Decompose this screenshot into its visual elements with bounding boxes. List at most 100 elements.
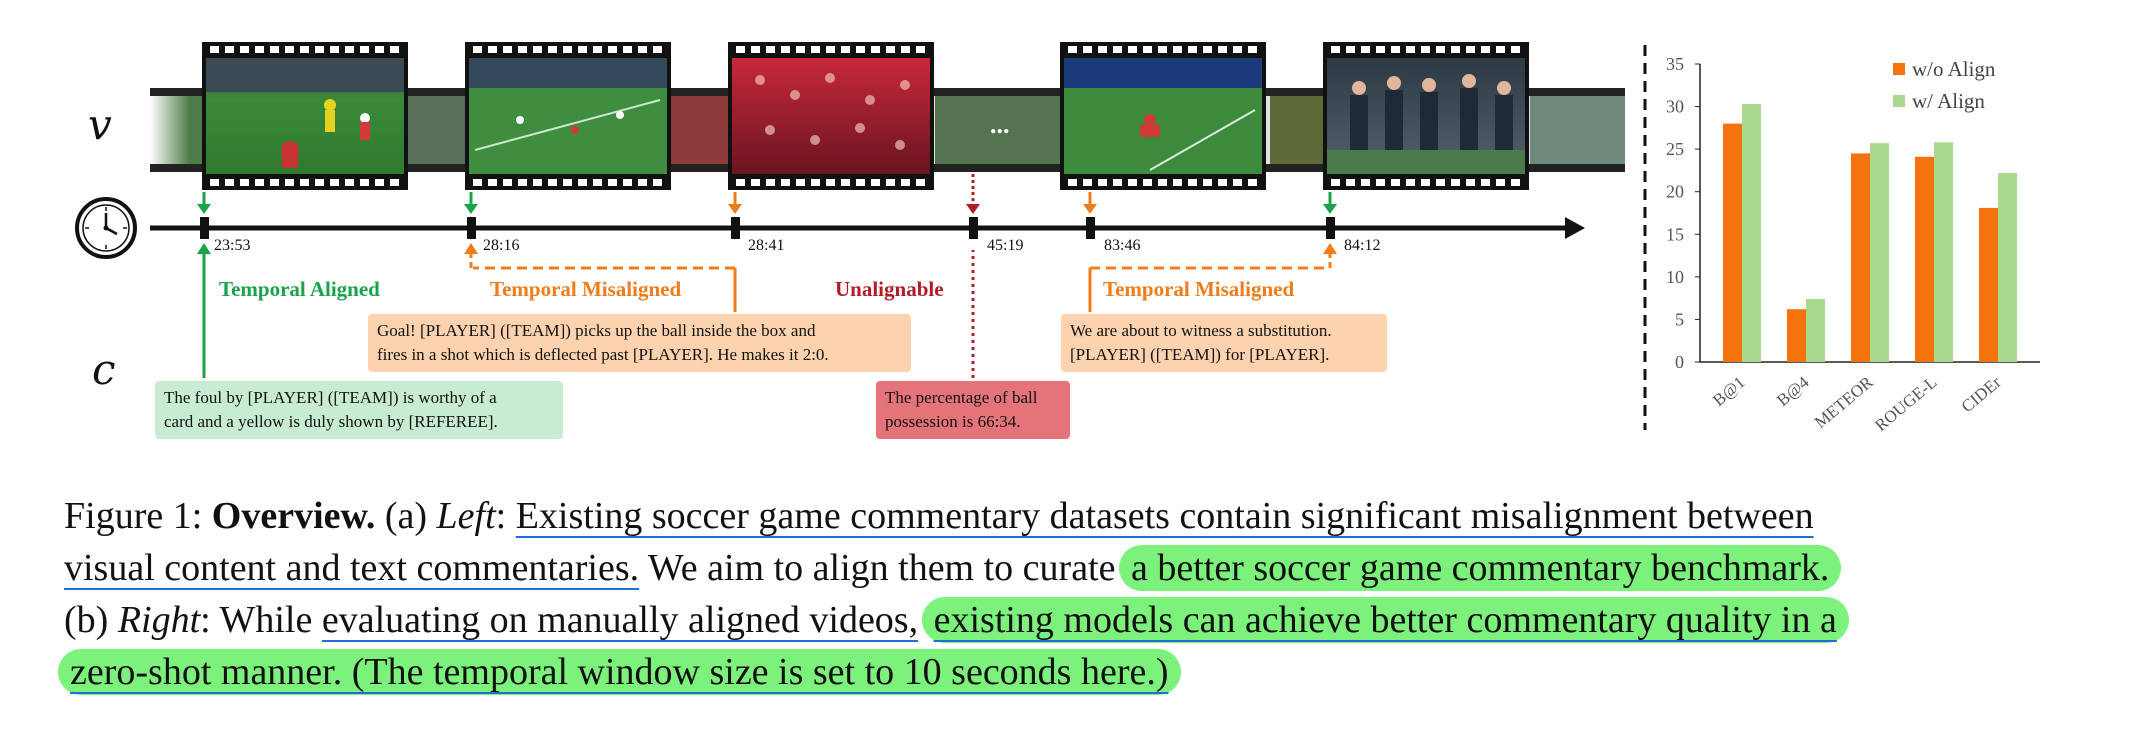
sprocket-hole xyxy=(1188,179,1197,186)
sprocket-hole xyxy=(503,179,512,186)
y-tick-label: 35 xyxy=(1666,54,1684,74)
bar-CIDEr-w/ Align xyxy=(1998,172,2017,362)
sprocket-hole xyxy=(285,46,294,53)
sprocket-hole xyxy=(1481,46,1490,53)
sprocket-hole xyxy=(563,46,572,53)
sprocket-hole xyxy=(270,46,279,53)
sprocket-hole xyxy=(916,179,925,186)
sprocket-hole xyxy=(1451,179,1460,186)
sprocket-hole xyxy=(285,179,294,186)
bar-METEOR-w/o Align xyxy=(1851,153,1870,362)
sprocket-hole xyxy=(871,179,880,186)
sprocket-hole xyxy=(781,179,790,186)
sprocket-hole xyxy=(856,179,865,186)
bar-ROUGE-L-w/o Align xyxy=(1915,156,1934,362)
chart-bars xyxy=(1723,104,2017,362)
strip-fade xyxy=(150,90,190,170)
sprocket-hole xyxy=(796,179,805,186)
bar-B@4-w/o Align xyxy=(1787,309,1806,362)
sprocket-hole xyxy=(1218,46,1227,53)
sprocket-hole xyxy=(210,179,219,186)
commentary-goal-line-1: Goal! [PLAYER] ([TEAM]) picks up the bal… xyxy=(377,321,816,340)
sprocket-hole xyxy=(345,46,354,53)
label-temporal-aligned: Temporal Aligned xyxy=(219,277,380,301)
sprocket-hole xyxy=(1233,46,1242,53)
sprocket-hole xyxy=(886,46,895,53)
sprocket-hole xyxy=(901,179,910,186)
tick-23-53 xyxy=(200,217,209,239)
sprocket-hole xyxy=(736,179,745,186)
sprocket-hole xyxy=(653,179,662,186)
frame-to-time-arrows xyxy=(197,174,1337,214)
sprocket-hole xyxy=(390,179,399,186)
bar-B@1-w/ Align xyxy=(1742,104,1761,362)
sprocket-hole xyxy=(1511,46,1520,53)
film-sprockets xyxy=(210,46,1520,186)
sprocket-hole xyxy=(638,46,647,53)
sprocket-hole xyxy=(1098,46,1107,53)
strip-thumb xyxy=(935,90,1060,170)
sprocket-hole xyxy=(1361,179,1370,186)
caption-left-underlined-1: Existing soccer game commentary datasets… xyxy=(515,495,1814,537)
x-tick-label: ROUGE-L xyxy=(1871,373,1940,436)
sprocket-hole xyxy=(841,179,850,186)
sprocket-hole xyxy=(1203,46,1212,53)
sprocket-hole xyxy=(1496,46,1505,53)
sprocket-hole xyxy=(1128,46,1137,53)
sprocket-hole xyxy=(473,179,482,186)
caption-right-highlight-2: zero-shot manner. (The temporal window s… xyxy=(58,649,1181,695)
sprocket-hole xyxy=(1481,179,1490,186)
caption-line-1: Figure 1: Overview. (a) Left: Existing s… xyxy=(64,490,2074,542)
sprocket-hole xyxy=(1113,46,1122,53)
strip-thumb xyxy=(1530,90,1625,170)
caption-line-3: (b) Right: While evaluating on manually … xyxy=(64,594,2074,646)
sprocket-hole xyxy=(225,179,234,186)
caption-row-label: c xyxy=(92,345,116,394)
sprocket-hole xyxy=(488,46,497,53)
sprocket-hole xyxy=(518,46,527,53)
sprocket-hole xyxy=(1421,179,1430,186)
tick-83-46 xyxy=(1086,217,1095,239)
sprocket-hole xyxy=(751,179,760,186)
caption-line-2: visual content and text commentaries. We… xyxy=(64,542,2074,594)
sprocket-hole xyxy=(653,46,662,53)
sprocket-hole xyxy=(225,46,234,53)
commentary-substitution: We are about to witness a substitution. … xyxy=(1061,314,1387,372)
caption-title: Overview. xyxy=(211,495,376,537)
caption-line-4: zero-shot manner. (The temporal window s… xyxy=(58,646,2074,698)
sprocket-hole xyxy=(1173,179,1182,186)
ellipsis-label: ... xyxy=(990,110,1010,139)
sprocket-hole xyxy=(1391,46,1400,53)
frame-3 xyxy=(728,42,934,190)
label-unalignable: Unalignable xyxy=(835,277,944,301)
sprocket-hole xyxy=(1331,179,1340,186)
bar-ROUGE-L-w/ Align xyxy=(1934,142,1953,362)
caption-right-highlight-1: existing models can achieve better comme… xyxy=(921,597,1849,643)
sprocket-hole xyxy=(518,179,527,186)
caption-b-marker: (b) xyxy=(64,599,109,641)
sprocket-hole xyxy=(315,179,324,186)
sprocket-hole xyxy=(623,179,632,186)
strip-thumb xyxy=(670,90,730,170)
frame-4 xyxy=(1060,42,1266,190)
sprocket-hole xyxy=(548,46,557,53)
bar-B@1-w/o Align xyxy=(1723,123,1742,362)
sprocket-hole xyxy=(1248,46,1257,53)
sprocket-hole xyxy=(623,46,632,53)
commentary-foul-line-2: card and a yellow is duly shown by [REFE… xyxy=(164,412,498,431)
y-tick-label: 15 xyxy=(1666,224,1684,244)
commentary-substitution-line-1: We are about to witness a substitution. xyxy=(1070,321,1332,340)
sprocket-hole xyxy=(210,46,219,53)
sprocket-hole xyxy=(1376,179,1385,186)
timestamp-23-53: 23:53 xyxy=(214,237,251,254)
sprocket-hole xyxy=(1406,179,1415,186)
caption-left-underlined-2: visual content and text commentaries. xyxy=(64,547,640,589)
sprocket-hole xyxy=(533,179,542,186)
sprocket-hole xyxy=(270,179,279,186)
sprocket-hole xyxy=(563,179,572,186)
sprocket-hole xyxy=(330,179,339,186)
timestamp-83-46: 83:46 xyxy=(1104,237,1141,254)
sprocket-hole xyxy=(300,179,309,186)
y-tick-label: 30 xyxy=(1666,97,1684,117)
sprocket-hole xyxy=(826,179,835,186)
